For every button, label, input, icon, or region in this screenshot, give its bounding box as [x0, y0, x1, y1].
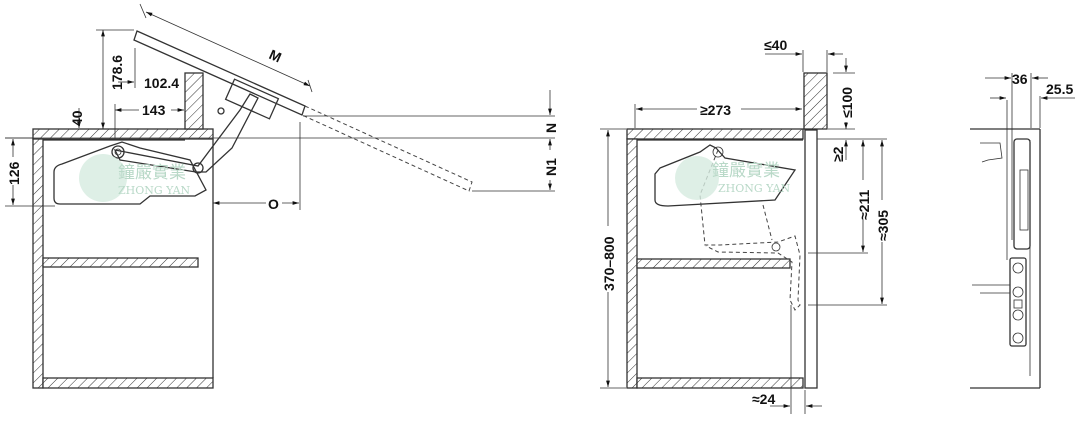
dim-143: 143 [142, 102, 166, 118]
front-view: 36 25.5 [970, 71, 1075, 389]
lift-arm-dashed [699, 149, 801, 311]
dim-le40: ≤40 [764, 37, 787, 53]
dim-m: M [267, 46, 284, 65]
mounting-plate [1009, 257, 1027, 347]
dim-25-5: 25.5 [1046, 81, 1073, 97]
cabinet-top-panel [626, 128, 804, 140]
cabinet-side-wall [626, 138, 638, 389]
side-view-open: 鐘嚴實業 ZHONG YAN M 178.6 102.4 143 40 126 … [5, 3, 559, 389]
dim-n: N [543, 123, 559, 133]
watermark-latin: ZHONG YAN [718, 182, 791, 195]
flap-closed-position [301, 105, 473, 192]
dim-36: 36 [1012, 71, 1028, 87]
dim-le100: ≤100 [839, 87, 855, 118]
dim-ge2: ≥2 [830, 146, 846, 162]
flap-bracket [224, 78, 280, 120]
side-view-closed: 鐘嚴實業 ZHONG YAN ≤40 ≥273 ≤100 ≥2 ≈211 ≈30… [600, 37, 891, 414]
dim-126: 126 [6, 161, 22, 185]
dim-n1: N1 [543, 158, 559, 176]
cabinet-door [804, 129, 818, 389]
dim-211: ≈211 [856, 190, 872, 220]
cabinet-shelf [636, 258, 791, 269]
dim-ge273: ≥273 [700, 102, 731, 118]
watermark-latin: ZHONG YAN [118, 184, 191, 197]
watermark-text: 鐘嚴實業 [712, 161, 780, 181]
dim-24: ≈24 [752, 391, 775, 407]
cabinet-side-wall [32, 138, 44, 389]
dim-102-4: 102.4 [144, 75, 179, 91]
lift-mechanism-body [654, 144, 797, 207]
dim-305: ≈305 [875, 210, 891, 241]
cabinet-top-panel [32, 128, 214, 140]
dim-40: 40 [69, 110, 85, 126]
hinge-mechanism-front [1013, 138, 1031, 250]
front-frame-block [184, 72, 204, 130]
lift-mechanism-body [53, 141, 207, 205]
watermark-logo [675, 156, 719, 200]
front-frame-block [803, 72, 828, 130]
dim-178-6: 178.6 [109, 55, 125, 90]
watermark-logo [79, 154, 127, 202]
dim-370-800: 370–800 [601, 236, 617, 291]
cabinet-bottom-panel [42, 377, 214, 389]
cabinet-bottom-panel [636, 377, 804, 389]
cabinet-shelf [42, 257, 199, 268]
dim-o: O [268, 196, 279, 212]
watermark-text: 鐘嚴實業 [118, 163, 186, 183]
